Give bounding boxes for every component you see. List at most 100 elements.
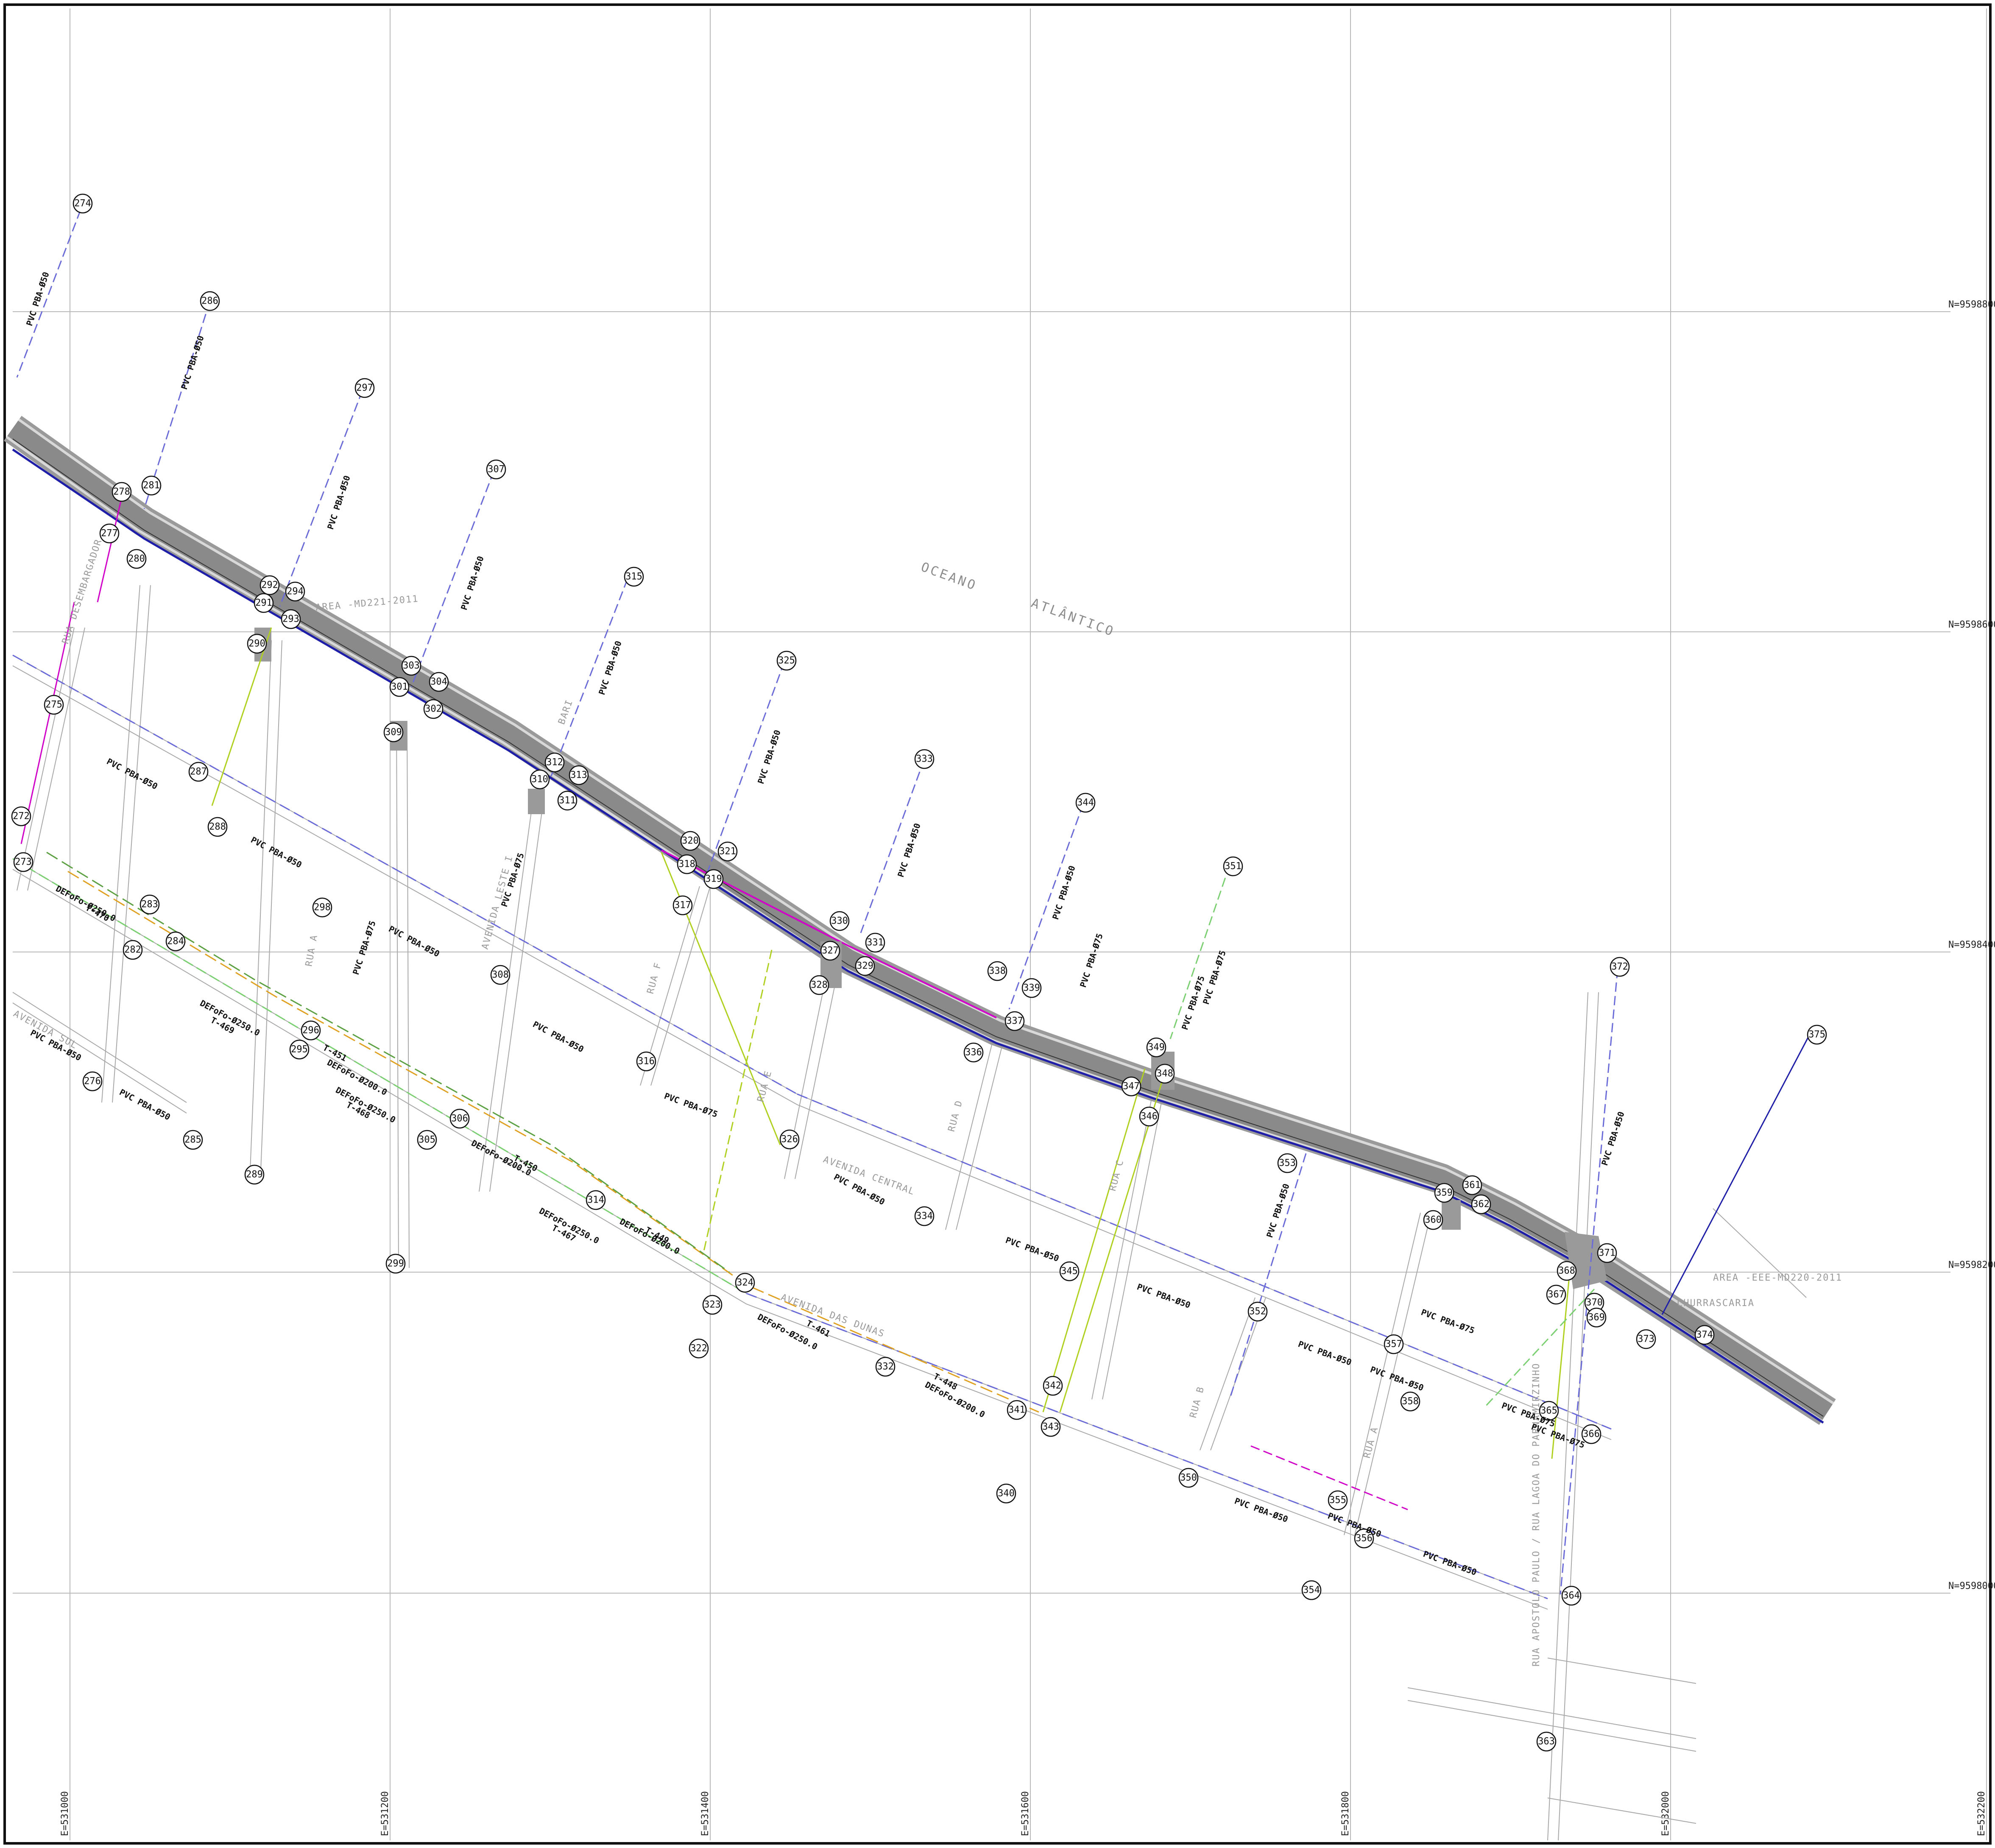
manhole-number: 282 bbox=[124, 945, 141, 955]
manhole-node-331: 331 bbox=[865, 932, 885, 953]
manhole-circle bbox=[207, 817, 228, 837]
manhole-number: 299 bbox=[387, 1259, 404, 1269]
manhole-circle bbox=[1301, 1580, 1322, 1600]
manhole-node-307: 307 bbox=[486, 459, 506, 480]
manhole-node-321: 321 bbox=[717, 841, 738, 862]
manhole-number: 363 bbox=[1538, 1736, 1555, 1747]
street-name: RUA B bbox=[1188, 1385, 1207, 1419]
manhole-node-354: 354 bbox=[1301, 1580, 1322, 1600]
area-label: AREA -MD221-2011 bbox=[315, 594, 419, 613]
street-name: RUA E bbox=[756, 1069, 774, 1103]
northing-label: N=9598600 bbox=[1948, 620, 1995, 630]
manhole-circle bbox=[1586, 1307, 1607, 1328]
manhole-circle bbox=[82, 1071, 103, 1091]
manhole-number: 350 bbox=[1180, 1473, 1197, 1483]
easting-labels: E=531000 E=531200 E=531400 E=531600 E=53… bbox=[60, 1791, 1987, 1836]
manhole-number: 331 bbox=[867, 938, 884, 948]
manhole-circle bbox=[1121, 1076, 1141, 1097]
manhole-circle bbox=[112, 482, 132, 502]
manhole-number: 288 bbox=[209, 822, 226, 832]
manhole-node-355: 355 bbox=[1328, 1490, 1348, 1510]
manhole-circle bbox=[281, 609, 301, 629]
manhole-node-309: 309 bbox=[383, 722, 404, 743]
manhole-node-301: 301 bbox=[389, 677, 410, 697]
manhole-circle bbox=[429, 672, 449, 692]
manhole-number: 357 bbox=[1385, 1339, 1402, 1350]
manhole-node-348: 348 bbox=[1155, 1064, 1175, 1084]
manhole-node-320: 320 bbox=[680, 831, 700, 851]
manhole-node-278: 278 bbox=[112, 482, 132, 502]
manhole-node-319: 319 bbox=[703, 869, 724, 889]
manhole-number: 374 bbox=[1696, 1330, 1713, 1340]
manhole-number: 327 bbox=[822, 946, 839, 956]
manhole-node-289: 289 bbox=[244, 1164, 265, 1185]
manhole-number: 372 bbox=[1611, 962, 1628, 972]
sewer-branches bbox=[12, 209, 1809, 1600]
manhole-node-341: 341 bbox=[1007, 1400, 1027, 1420]
manhole-node-368: 368 bbox=[1557, 1261, 1577, 1281]
manhole-number: 338 bbox=[989, 966, 1006, 977]
manhole-node-302: 302 bbox=[423, 699, 444, 719]
manhole-number: 301 bbox=[391, 682, 408, 692]
manhole-node-313: 313 bbox=[569, 765, 589, 785]
manhole-circle bbox=[1059, 1261, 1080, 1281]
manhole-circle bbox=[1581, 1424, 1602, 1444]
manhole-circle bbox=[914, 1206, 935, 1226]
manhole-circle bbox=[1471, 1194, 1491, 1214]
manhole-number: 276 bbox=[84, 1076, 101, 1087]
manhole-circle bbox=[672, 895, 693, 916]
manhole-circle bbox=[188, 762, 209, 782]
manhole-circle bbox=[417, 1130, 437, 1150]
easting-label: E=531000 bbox=[60, 1791, 70, 1836]
manhole-number: 317 bbox=[674, 900, 691, 911]
manhole-circle bbox=[1075, 793, 1096, 813]
street-names: RUA DESEMBARGADOR AVENIDA SUL AVENIDA LE… bbox=[11, 538, 1542, 1667]
manhole-node-312: 312 bbox=[544, 752, 565, 773]
manhole-node-340: 340 bbox=[996, 1483, 1016, 1504]
manhole-number: 308 bbox=[492, 970, 509, 980]
manhole-circle bbox=[1462, 1175, 1482, 1195]
northing-labels: N=9598800 N=9598600 N=9598400 N=9598200 … bbox=[1948, 299, 1995, 1591]
manhole-number: 291 bbox=[255, 598, 272, 609]
manhole-node-351: 351 bbox=[1223, 856, 1243, 877]
manhole-number: 355 bbox=[1329, 1495, 1346, 1506]
manhole-node-314: 314 bbox=[586, 1190, 606, 1210]
manhole-number: 345 bbox=[1061, 1266, 1078, 1277]
manhole-node-322: 322 bbox=[689, 1338, 709, 1359]
pipe-label: PVC PBA-Ø50 bbox=[325, 474, 352, 530]
manhole-circle bbox=[44, 695, 64, 715]
manhole-number: 275 bbox=[45, 700, 62, 710]
street-name: RUA A bbox=[304, 934, 320, 967]
manhole-number: 332 bbox=[877, 1362, 894, 1372]
manhole-number: 330 bbox=[831, 916, 848, 927]
manhole-node-353: 353 bbox=[1277, 1153, 1297, 1173]
manhole-number: 337 bbox=[1006, 1016, 1023, 1027]
manhole-node-343: 343 bbox=[1041, 1417, 1061, 1437]
manhole-circle bbox=[1277, 1153, 1297, 1173]
manhole-circle bbox=[1546, 1284, 1566, 1305]
manhole-circle bbox=[312, 897, 332, 918]
manhole-node-315: 315 bbox=[624, 567, 644, 587]
manhole-number: 341 bbox=[1008, 1405, 1025, 1415]
manhole-number: 278 bbox=[113, 487, 130, 497]
manhole-circle bbox=[141, 475, 162, 496]
northing-label: N=9598200 bbox=[1948, 1260, 1995, 1270]
manhole-circle bbox=[301, 1020, 321, 1041]
manhole-number: 360 bbox=[1425, 1215, 1442, 1225]
manhole-number: 313 bbox=[570, 770, 587, 781]
manhole-node-291: 291 bbox=[254, 593, 274, 613]
manhole-number: 336 bbox=[965, 1047, 982, 1058]
manhole-node-360: 360 bbox=[1423, 1210, 1443, 1230]
manhole-circle bbox=[1155, 1064, 1175, 1084]
manhole-node-324: 324 bbox=[735, 1273, 755, 1293]
manhole-circle bbox=[1434, 1183, 1454, 1203]
pipe-label: PVC PBA-Ø50 bbox=[249, 835, 304, 870]
street-name: RUA D bbox=[946, 1099, 965, 1133]
coordinate-grid bbox=[13, 8, 1987, 1840]
manhole-node-362: 362 bbox=[1471, 1194, 1491, 1214]
manhole-number: 359 bbox=[1436, 1188, 1453, 1198]
manhole-node-337: 337 bbox=[1004, 1011, 1025, 1031]
manhole-node-327: 327 bbox=[820, 941, 840, 961]
manhole-node-272: 272 bbox=[11, 806, 31, 826]
manhole-circle bbox=[776, 650, 797, 671]
